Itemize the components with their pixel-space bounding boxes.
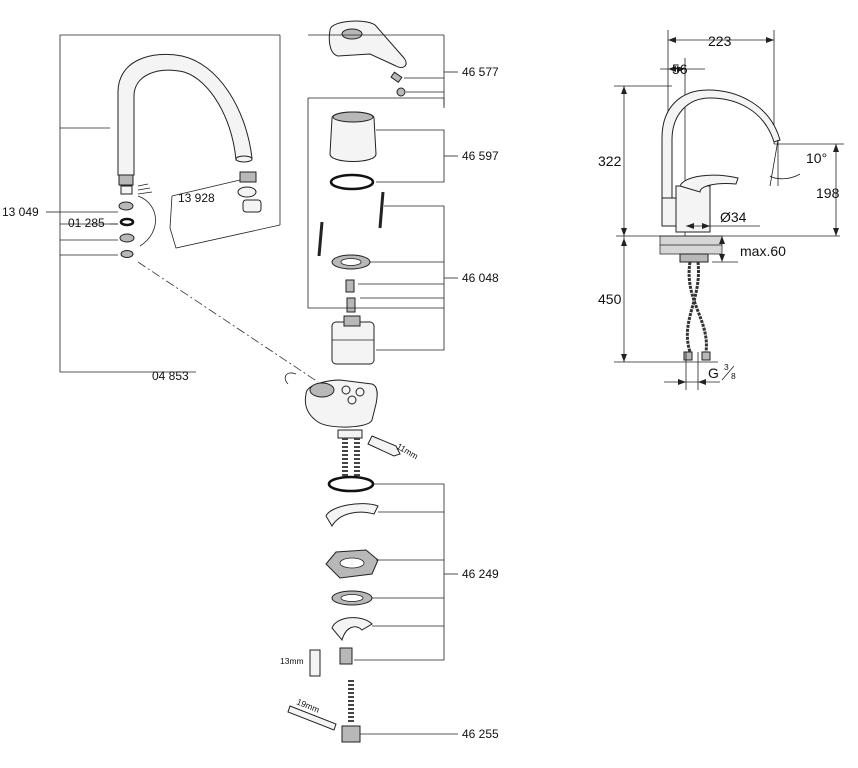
hose-connector — [341, 725, 361, 743]
part-label-46255: 46 255 — [462, 727, 499, 741]
o-ring-46597 — [329, 173, 375, 191]
part-label-46577: 46 577 — [462, 65, 499, 79]
part-label-04853: 04 853 — [152, 369, 189, 383]
dim-max-thickness: max.60 — [740, 243, 786, 259]
wrench-11mm-icon — [367, 435, 401, 457]
dim-hole-diameter: Ø34 — [720, 209, 747, 225]
part-label-13928: 13 928 — [178, 191, 215, 205]
cap-button — [396, 87, 406, 97]
horseshoe-plate — [331, 617, 373, 642]
o-ring-01285 — [119, 217, 135, 227]
gasket-crescent — [325, 503, 379, 527]
lever-side — [679, 174, 739, 193]
dim-height-total: 322 — [598, 153, 622, 169]
dim-connection-prefix: G — [708, 365, 719, 381]
dim-hose-length: 450 — [598, 291, 622, 307]
wrench-11mm-label: 11mm — [395, 441, 420, 461]
faucet-side-view — [661, 89, 781, 201]
aerator-insert — [242, 199, 262, 213]
part-label-46048: 46 048 — [462, 271, 499, 285]
threaded-nut — [339, 647, 353, 665]
dim-width-spout: 56 — [672, 61, 688, 77]
o-ring-small — [118, 201, 134, 211]
set-screw — [390, 71, 403, 84]
part-label-46597: 46 597 — [462, 149, 499, 163]
part-label-01285: 01 285 — [68, 216, 105, 230]
center-column — [284, 20, 458, 743]
dim-height-spout: 198 — [816, 185, 840, 201]
o-ring-46249 — [327, 475, 375, 493]
spout-group — [46, 34, 319, 383]
spout-socket — [309, 382, 335, 398]
wrench-19mm-icon — [287, 705, 337, 731]
dim-width-total: 223 — [708, 33, 732, 49]
dimension-drawing — [614, 30, 844, 390]
lever-handle — [328, 20, 407, 69]
aerator-housing — [239, 171, 257, 183]
cartridge — [331, 321, 375, 365]
dim-spout-angle: 10° — [806, 150, 827, 166]
dim-connection-numerator: 3 — [724, 362, 729, 372]
wrench-13mm-label: 13mm — [280, 656, 304, 666]
part-label-13049: 13 049 — [2, 205, 39, 219]
spout-tube — [117, 53, 253, 176]
adapter-pin — [345, 279, 355, 293]
dim-connection-denominator: 8 — [731, 371, 736, 381]
part-label-46249: 46 249 — [462, 567, 499, 581]
wrench-13mm-icon — [309, 649, 321, 677]
spout-collar — [118, 174, 134, 186]
